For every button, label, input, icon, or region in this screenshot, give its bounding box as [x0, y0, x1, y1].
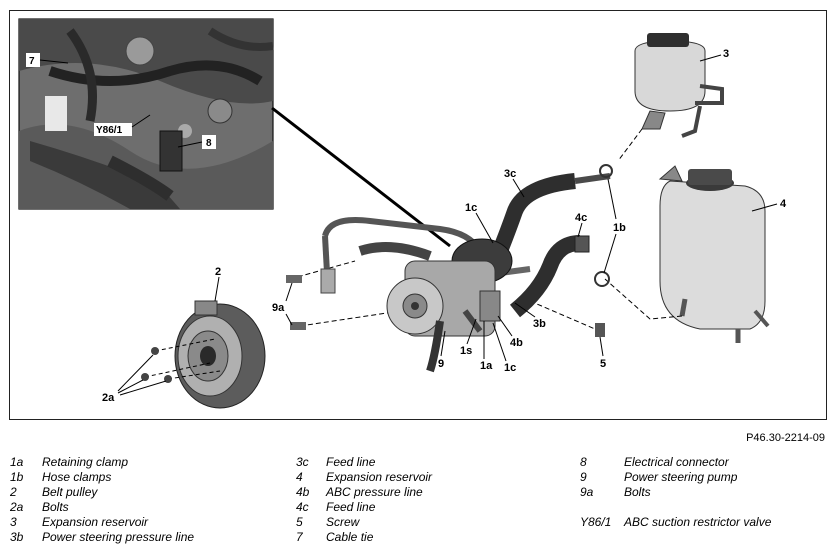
power-steering-pump-9 [386, 238, 513, 373]
hose-clamp-lower [594, 271, 610, 287]
callout-4c: 4c [575, 212, 587, 238]
callout-1a: 1a [480, 321, 493, 372]
callout-9: 9 [438, 330, 446, 370]
hose-clamp-upper [599, 164, 613, 178]
callout-5: 5 [599, 336, 606, 370]
svg-text:1c: 1c [504, 362, 516, 374]
inset-callout-8: 8 [177, 135, 216, 149]
svg-text:9: 9 [438, 358, 444, 370]
svg-text:2a: 2a [102, 392, 115, 404]
bolts-2a [141, 338, 221, 383]
svg-text:3c: 3c [504, 168, 516, 180]
callout-8-label: 8 [206, 138, 212, 149]
callout-9a: 9a [272, 282, 293, 326]
svg-text:1s: 1s [460, 345, 472, 357]
inset-photo [18, 18, 274, 210]
inset-pointer-line [271, 106, 451, 248]
svg-text:1a: 1a [480, 360, 493, 372]
exploded-view-drawing: 7 Y86/1 8 [18, 18, 787, 409]
inset-callout-y86-1: Y86/1 [94, 114, 151, 136]
figure-reference-code: P46.30-2214-09 [746, 432, 825, 444]
screw-5 [595, 323, 605, 337]
callout-4b: 4b [497, 315, 523, 349]
expansion-reservoir-4 [658, 165, 770, 343]
callout-3c: 3c [504, 168, 525, 198]
callout-1c-bottom: 1c [492, 322, 516, 374]
svg-text:5: 5 [600, 358, 606, 370]
callout-3: 3 [699, 48, 729, 62]
callout-2a: 2a [102, 354, 167, 404]
svg-text:4c: 4c [575, 212, 587, 224]
callout-3b: 3b [514, 302, 546, 330]
svg-text:1c: 1c [465, 202, 477, 214]
belt-pulley-2 [174, 300, 266, 409]
callout-4: 4 [751, 198, 787, 212]
callout-1s: 1s [460, 318, 477, 357]
svg-text:4b: 4b [510, 337, 523, 349]
callout-2: 2 [214, 266, 221, 302]
bolts-9a [286, 275, 306, 330]
svg-text:1b: 1b [613, 222, 626, 234]
diagram-frame: 7 Y86/1 8 [9, 10, 827, 420]
callout-y86-1-label: Y86/1 [96, 125, 123, 136]
expansion-reservoir-3 [634, 33, 724, 138]
svg-text:4: 4 [780, 198, 787, 210]
svg-text:9a: 9a [272, 302, 285, 314]
feed-line-4c [509, 235, 581, 318]
feed-line-3c [490, 173, 576, 259]
callout-7-label: 7 [29, 56, 35, 67]
callout-1b: 1b [603, 178, 626, 274]
svg-text:3b: 3b [533, 318, 546, 330]
svg-text:2: 2 [215, 266, 221, 278]
inset-callout-7: 7 [26, 53, 69, 67]
callout-1c-top: 1c [465, 202, 494, 244]
svg-text:3: 3 [723, 48, 729, 60]
